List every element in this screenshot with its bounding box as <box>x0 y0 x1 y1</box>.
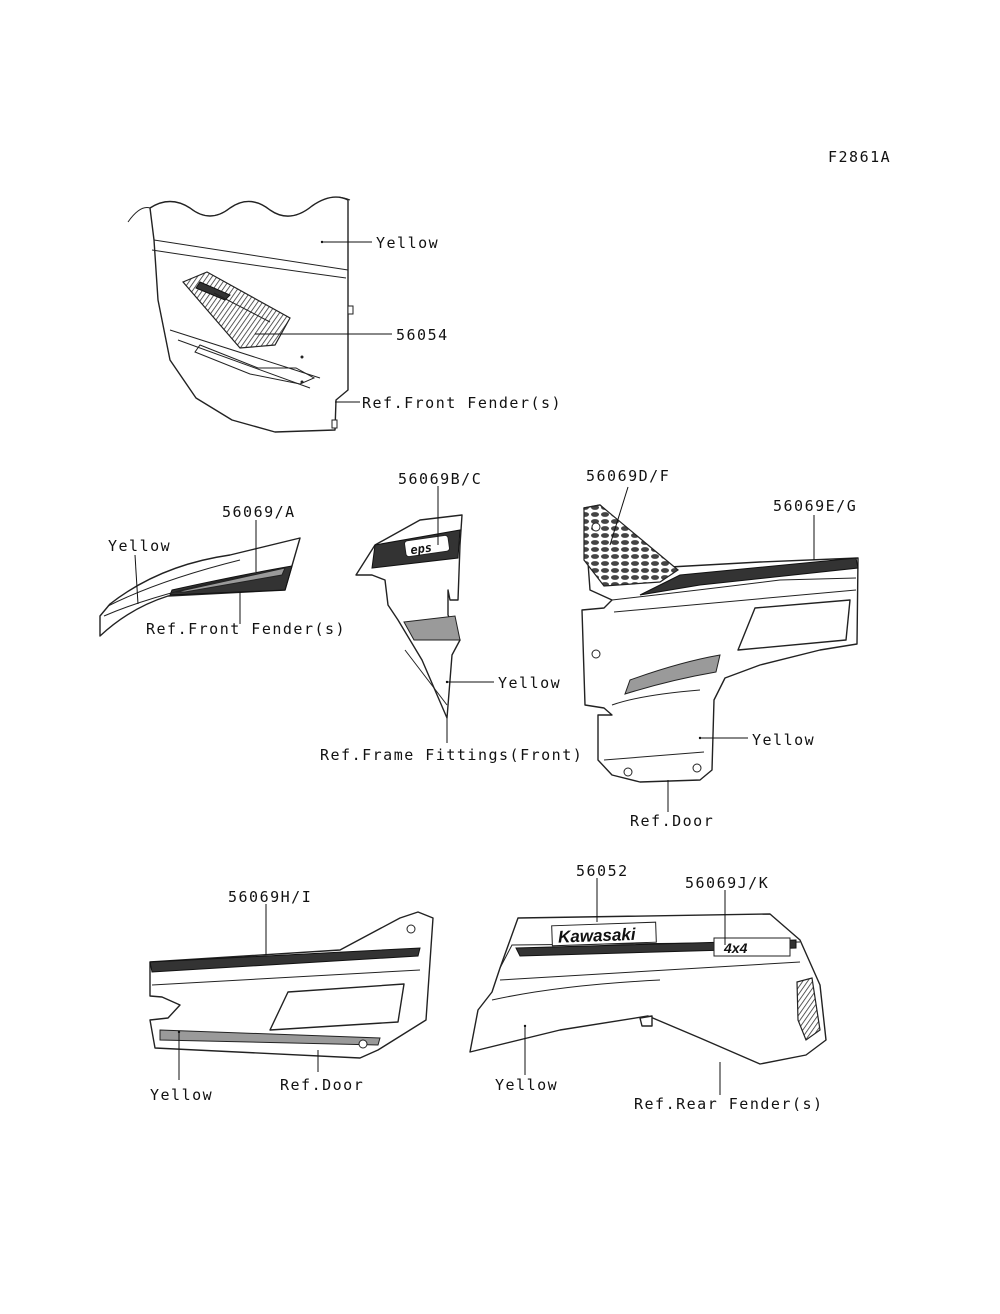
kawasaki-logo: Kawasaki <box>558 925 637 947</box>
callout-bottom-right-yellow: Yellow <box>495 1076 558 1094</box>
callout-56054: 56054 <box>396 326 449 344</box>
callout-top-ref-front-fender: Ref.Front Fender(s) <box>362 394 562 412</box>
diagram-code: F2861A <box>828 148 891 166</box>
callout-bottom-left-ref-door: Ref.Door <box>280 1076 364 1094</box>
rear-fender-part: Kawasaki 4x4 <box>470 914 826 1064</box>
callout-ref-rear-fender: Ref.Rear Fender(s) <box>634 1095 824 1113</box>
callout-right-yellow: Yellow <box>752 731 815 749</box>
callout-56069h-i: 56069H/I <box>228 888 312 906</box>
eps-badge: eps <box>409 540 432 557</box>
callout-ref-frame-fittings: Ref.Frame Fittings(Front) <box>320 746 583 764</box>
callout-56069-a: 56069/A <box>222 503 296 521</box>
frame-fitting-part: eps <box>356 515 462 718</box>
callout-56052: 56052 <box>576 862 629 880</box>
callout-56069d-f: 56069D/F <box>586 467 670 485</box>
callout-top-yellow: Yellow <box>376 234 439 252</box>
callout-56069e-g: 56069E/G <box>773 497 857 515</box>
front-door-part <box>582 505 858 782</box>
front-fender-assembly <box>128 197 353 432</box>
callout-left-ref-front-fender: Ref.Front Fender(s) <box>146 620 346 638</box>
callout-bottom-left-yellow: Yellow <box>150 1086 213 1104</box>
callout-56069j-k: 56069J/K <box>685 874 769 892</box>
callout-right-ref-door: Ref.Door <box>630 812 714 830</box>
callout-left-yellow: Yellow <box>108 537 171 555</box>
rear-door-part <box>150 912 433 1058</box>
badge-4x4: 4x4 <box>723 940 748 956</box>
callout-center-yellow: Yellow <box>498 674 561 692</box>
callout-56069b-c: 56069B/C <box>398 470 482 488</box>
